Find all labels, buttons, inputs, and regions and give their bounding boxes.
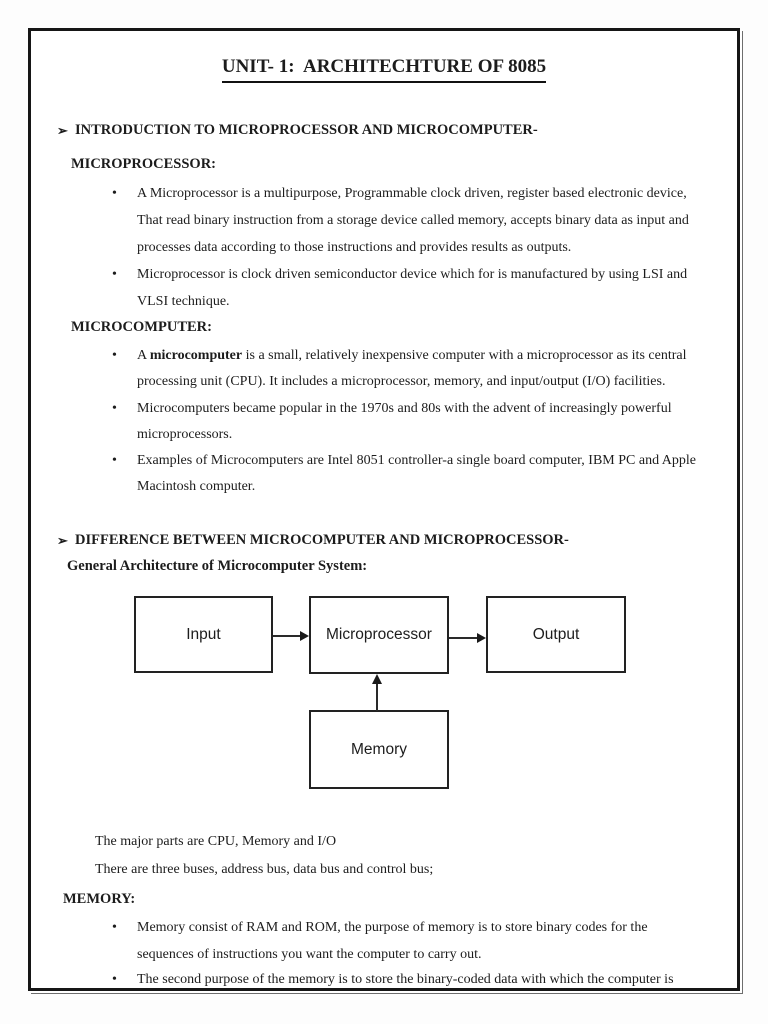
bullet-text-line: Microcomputers became popular in the 197… <box>137 401 672 416</box>
bullet-text-line: VLSI technique. <box>137 294 230 309</box>
buses-text: There are three buses, address bus, data… <box>95 862 434 877</box>
bullet-text-part: is a small, relatively inexpensive compu… <box>242 348 687 363</box>
difference-heading: DIFFERENCE BETWEEN MICROCOMPUTER AND MIC… <box>75 532 569 548</box>
bullet-text-line: sequences of instructions you want the c… <box>137 947 482 962</box>
diagram-arrow-microprocessor-to-output <box>449 637 478 639</box>
diagram-microprocessor-label: Microprocessor <box>326 626 432 643</box>
bullet-text-line: That read binary instruction from a stor… <box>137 213 689 228</box>
bullet-marker: • <box>112 348 117 363</box>
microprocessor-heading: MICROPROCESSOR: <box>71 156 217 172</box>
microcomputer-heading: MICROCOMPUTER: <box>71 319 212 335</box>
bullet-text-line: Examples of Microcomputers are Intel 805… <box>137 453 697 468</box>
bullet-marker: • <box>112 453 117 468</box>
bullet-text-line: Memory consist of RAM and ROM, the purpo… <box>137 920 648 935</box>
diagram-arrowhead-up-icon <box>372 674 382 684</box>
major-parts-text: The major parts are CPU, Memory and I/O <box>95 834 337 849</box>
bullet-text-line: processing unit (CPU). It includes a mic… <box>137 374 666 389</box>
bullet-text-line: Macintosh computer. <box>137 479 256 494</box>
list-arrow-icon: ➢ <box>57 533 68 548</box>
bullet-marker: • <box>112 920 117 935</box>
bullet-text-line: A Microprocessor is a multipurpose, Prog… <box>137 186 687 201</box>
diagram-arrow-input-to-microprocessor <box>273 635 301 637</box>
bullet-text-line: The second purpose of the memory is to s… <box>137 972 674 987</box>
bullet-text-part: A <box>137 348 150 363</box>
page-title: UNIT- 1: ARCHITECHTURE OF 8085 <box>221 56 547 83</box>
list-arrow-icon: ➢ <box>57 123 68 138</box>
memory-heading: MEMORY: <box>63 891 136 907</box>
diagram-arrow-memory-to-microprocessor <box>376 682 378 711</box>
diagram-output-label: Output <box>532 625 580 643</box>
diagram-memory-label: Memory <box>351 740 407 758</box>
page-title-row: UNIT- 1: ARCHITECHTURE OF 8085 <box>31 56 737 83</box>
diagram-output-box: Output <box>486 596 626 673</box>
page-border-frame <box>28 28 740 991</box>
diagram-microprocessor-box: Microprocessor <box>309 596 449 674</box>
diagram-input-label: Input <box>186 625 221 643</box>
bullet-marker: • <box>112 186 117 201</box>
bullet-marker: • <box>112 267 117 282</box>
intro-heading: INTRODUCTION TO MICROPROCESSOR AND MICRO… <box>75 122 538 138</box>
bullet-text-line: microprocessors. <box>137 427 233 442</box>
bullet-text-line: A microcomputer is a small, relatively i… <box>137 346 713 366</box>
diagram-memory-box: Memory <box>309 710 449 789</box>
bullet-marker: • <box>112 401 117 416</box>
diagram-arrowhead-right-icon <box>300 631 309 641</box>
general-architecture-heading: General Architecture of Microcomputer Sy… <box>67 558 368 574</box>
bullet-text-line: processes data according to those instru… <box>137 240 572 255</box>
bullet-text-bold: microcomputer <box>149 348 243 363</box>
bullet-marker: • <box>112 972 117 987</box>
diagram-input-box: Input <box>134 596 273 673</box>
diagram-arrowhead-right-icon <box>477 633 486 643</box>
bullet-text-line: Microprocessor is clock driven semicondu… <box>137 267 688 282</box>
